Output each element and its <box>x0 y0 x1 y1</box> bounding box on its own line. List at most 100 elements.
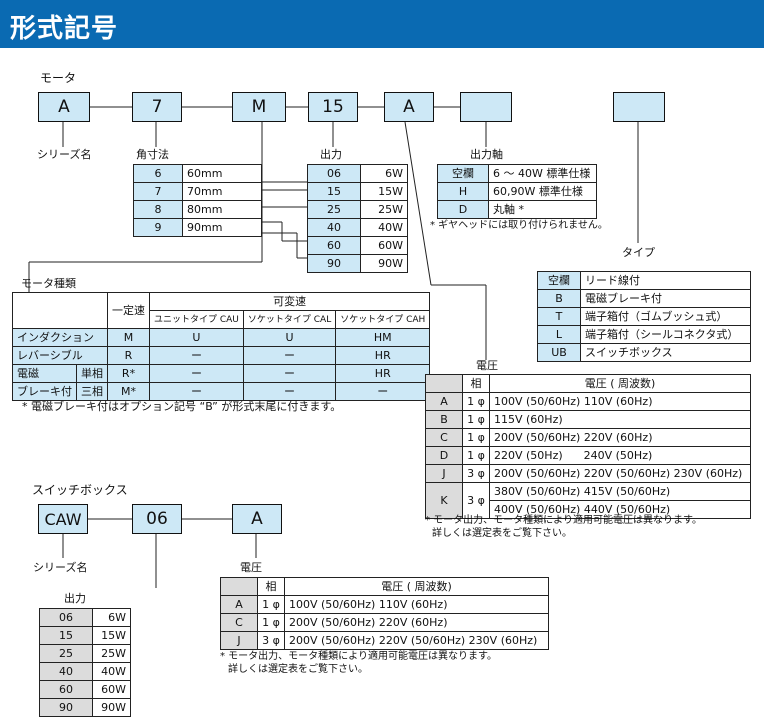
output-value: 60W <box>360 236 408 255</box>
size-label: 角寸法 <box>136 148 169 161</box>
voltage-code: C <box>425 428 463 447</box>
sb-voltage-code: C <box>220 613 258 632</box>
voltage-value: 400V (50/60Hz) 440V (50/60Hz) <box>489 500 751 519</box>
size-code: 7 <box>133 182 183 201</box>
header-banner: 形式記号 <box>0 0 764 48</box>
kind-cell: ー <box>149 346 244 365</box>
sb-output-code: 90 <box>39 698 93 717</box>
switchbox-section-label: スイッチボックス <box>32 483 128 497</box>
type-value: 端子箱付（シールコネクタ式） <box>580 325 751 344</box>
output-label: 出力 <box>320 148 342 161</box>
kind-name: ブレーキ付 <box>12 382 77 401</box>
kind-cell: ー <box>335 382 431 401</box>
output-code: 15 <box>307 182 361 201</box>
code-box-size: 7 <box>132 92 182 122</box>
kind-cell: ー <box>242 346 337 365</box>
header-phase: 相 <box>462 374 490 393</box>
header-voltage: 電圧 ( 周波数) <box>489 374 751 393</box>
sb-header-phase: 相 <box>257 577 285 596</box>
voltage-value: 200V (50/60Hz) 220V (50/60Hz) 230V (60Hz… <box>489 464 751 483</box>
output-value: 6W <box>360 164 408 183</box>
type-code: UB <box>537 343 581 362</box>
shaft-code: H <box>437 182 489 201</box>
sb-output-value: 15W <box>92 626 131 645</box>
kind-name: レバーシブル <box>12 346 108 365</box>
voltage-note-1: * モータ出力、モータ種類により適用可能電圧は異なります。 <box>425 515 702 526</box>
voltage-note-2: 詳しくは選定表をご覧下さい。 <box>432 528 572 539</box>
shaft-code: D <box>437 200 489 219</box>
voltage-code: B <box>425 410 463 429</box>
sb-code-box-output: 06 <box>132 504 182 534</box>
size-code: 6 <box>133 164 183 183</box>
code-box-shaft <box>460 92 512 122</box>
size-value: 90mm <box>182 218 262 237</box>
sb-voltage-value: 200V (50/60Hz) 220V (60Hz) <box>284 613 549 632</box>
kind-phase: 三相 <box>76 382 108 401</box>
header-variable-speed: 可変速 <box>148 292 431 311</box>
sb-output-value: 40W <box>92 662 131 681</box>
kind-phase: 単相 <box>76 364 108 383</box>
voltage-value: 220V (50Hz) 240V (50Hz) <box>489 446 751 465</box>
shaft-value: 60,90W 標準仕様 <box>488 182 597 201</box>
sb-output-value: 25W <box>92 644 131 663</box>
type-code: B <box>537 289 581 308</box>
kind-cell: ー <box>242 364 337 383</box>
sb-output-value: 60W <box>92 680 131 699</box>
output-value: 40W <box>360 218 408 237</box>
output-value: 90W <box>360 254 408 273</box>
type-label: タイプ <box>622 246 655 259</box>
output-value: 25W <box>360 200 408 219</box>
output-code: 40 <box>307 218 361 237</box>
kind-cell: M <box>107 328 150 347</box>
page-title: 形式記号 <box>10 14 119 44</box>
type-value: スイッチボックス <box>580 343 751 362</box>
sb-code-box-series: CAW <box>38 504 88 534</box>
kind-cell: ー <box>149 382 244 401</box>
kind-note: * 電磁ブレーキ付はオプション記号 “B” が形式末尾に付きます。 <box>22 400 342 413</box>
size-code: 9 <box>133 218 183 237</box>
kind-cell: HM <box>335 328 431 347</box>
voltage-code: D <box>425 446 463 465</box>
sb-output-code: 40 <box>39 662 93 681</box>
sb-voltage-code: A <box>220 595 258 614</box>
voltage-value: 100V (50/60Hz) 110V (60Hz) <box>489 392 751 411</box>
sb-output-code: 15 <box>39 626 93 645</box>
shaft-code: 空欄 <box>437 164 489 183</box>
motor-kind-table: 一定速 可変速 ユニットタイプ CAU ソケットタイプ CAL ソケットタイプ … <box>12 292 431 401</box>
kind-cell: HR <box>335 364 431 383</box>
kind-name: 電磁 <box>12 364 77 383</box>
output-code: 60 <box>307 236 361 255</box>
voltage-phase: 1 φ <box>462 392 490 411</box>
voltage-code: J <box>425 464 463 483</box>
series-label: シリーズ名 <box>37 148 92 161</box>
size-value: 80mm <box>182 200 262 219</box>
voltage-phase: 1 φ <box>462 410 490 429</box>
sb-header-voltage: 電圧 ( 周波数) <box>284 577 549 596</box>
voltage-code: K <box>425 482 463 519</box>
type-code: 空欄 <box>537 271 581 290</box>
header-unit-cau: ユニットタイプ CAU <box>149 310 244 329</box>
shaft-value: 丸軸 * <box>488 200 597 219</box>
voltage-phase: 3 φ <box>462 464 490 483</box>
sb-voltage-value: 200V (50/60Hz) 220V (50/60Hz) 230V (60Hz… <box>284 631 549 650</box>
sb-output-value: 6W <box>92 608 131 627</box>
sb-voltage-phase: 1 φ <box>257 595 285 614</box>
kind-cell: R* <box>107 364 150 383</box>
code-box-output: 15 <box>308 92 358 122</box>
sb-output-label: 出力 <box>64 592 86 605</box>
type-value: 電磁ブレーキ付 <box>580 289 751 308</box>
code-box-voltage: A <box>384 92 434 122</box>
kind-cell: HR <box>335 346 431 365</box>
output-code: 06 <box>307 164 361 183</box>
sb-output-code: 25 <box>39 644 93 663</box>
voltage-label: 電圧 <box>476 359 498 372</box>
output-code: 90 <box>307 254 361 273</box>
output-code: 25 <box>307 200 361 219</box>
kind-cell: ー <box>242 382 337 401</box>
